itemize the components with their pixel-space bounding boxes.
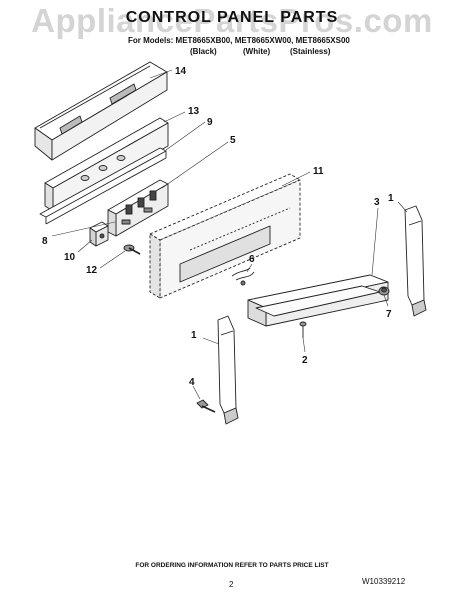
ordering-note: FOR ORDERING INFORMATION REFER TO PARTS … (135, 562, 329, 569)
callout-1-right: 1 (388, 193, 394, 204)
part-7-clip (378, 286, 390, 296)
part-9-trim-strip (39, 147, 167, 225)
callout-7: 7 (386, 309, 392, 320)
callout-12: 12 (86, 265, 98, 276)
part-2-screw (299, 321, 307, 338)
callout-labels: 14 13 9 5 11 8 10 12 6 3 1 7 2 1 4 (42, 66, 394, 388)
callout-4: 4 (189, 377, 195, 388)
part-4-screw (196, 399, 216, 413)
variant-stainless: (Stainless) (290, 47, 331, 56)
leader-lines (51, 69, 408, 400)
callout-5: 5 (230, 135, 236, 146)
callout-10: 10 (64, 252, 76, 263)
callout-6: 6 (249, 254, 255, 265)
part-14-rear-panel (34, 61, 168, 161)
part-12-screw (123, 244, 141, 255)
part-11-console (149, 173, 301, 299)
model-list: For Models: MET8665XB00, MET8665XW00, ME… (128, 36, 350, 45)
part-13-middle-panel (44, 117, 169, 212)
callout-11: 11 (313, 166, 324, 177)
variant-black: (Black) (190, 47, 217, 56)
part-6-clip (231, 267, 255, 286)
callout-1-left: 1 (191, 330, 197, 341)
part-3-front-frame (247, 274, 389, 327)
document-code: W10339212 (362, 577, 406, 586)
page-title: CONTROL PANEL PARTS (125, 9, 339, 26)
callout-2: 2 (302, 355, 308, 366)
part-1-end-cap-right (404, 205, 427, 317)
callout-3: 3 (374, 197, 380, 208)
callout-8: 8 (42, 236, 48, 247)
variant-white: (White) (243, 47, 271, 56)
part-5-control-board (107, 179, 169, 237)
page-number: 2 (229, 580, 234, 589)
callout-14: 14 (175, 66, 187, 77)
part-1-end-cap-left (217, 315, 239, 425)
callout-13: 13 (188, 106, 200, 117)
watermark: AppliancePartsPros.com (31, 2, 433, 39)
callout-9: 9 (207, 117, 213, 128)
